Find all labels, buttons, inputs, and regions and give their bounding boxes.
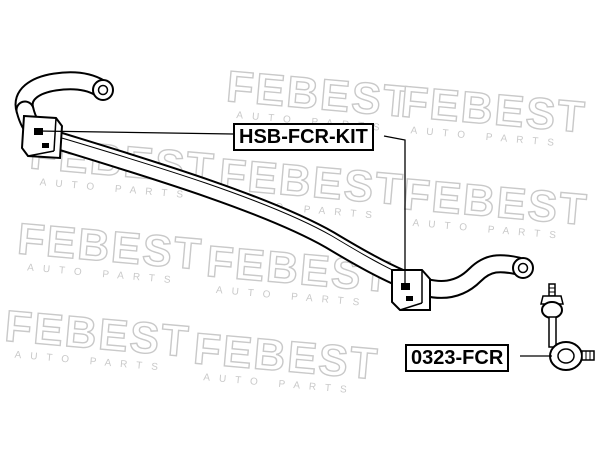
left-arm-fill (16, 73, 108, 118)
stabilizer-link (540, 283, 595, 371)
right-arm-fill (402, 256, 526, 297)
leader-hsb-right (383, 135, 406, 286)
part-label-hsb-fcr-kit: HSB-FCR-KIT (233, 123, 374, 151)
leader-lines (37, 130, 552, 357)
stabilizer-bar-fill (32, 127, 418, 290)
right-bushing (391, 269, 431, 311)
leader-hsb-left (37, 130, 234, 135)
right-bar-eye (512, 257, 534, 279)
left-bushing (20, 114, 64, 160)
part-label-0323-fcr: 0323-FCR (405, 344, 510, 372)
left-bar-eye (92, 79, 114, 101)
stabilizer-bar-highlight (44, 132, 411, 279)
